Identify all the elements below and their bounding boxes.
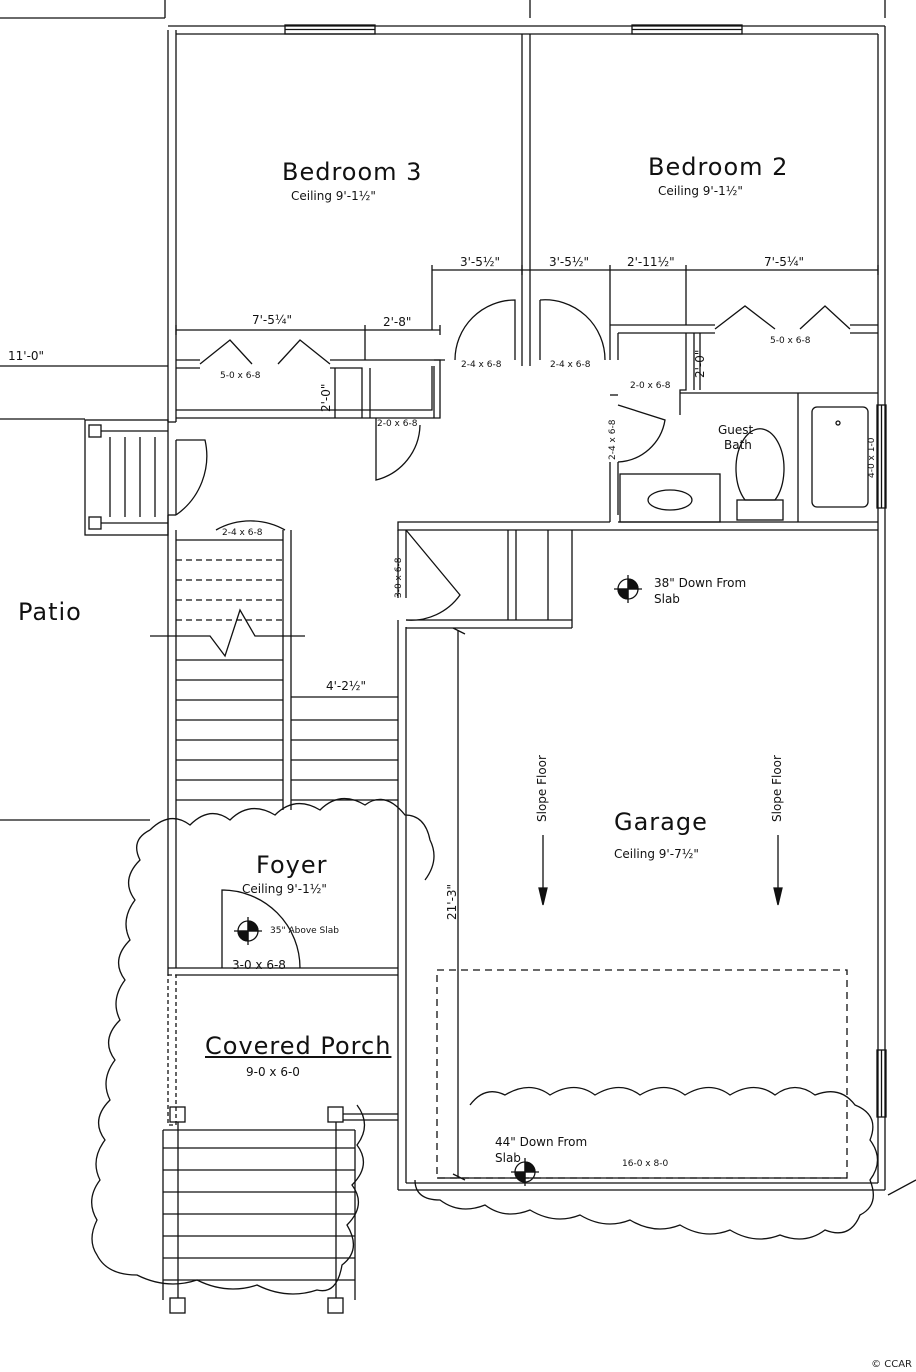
door-tag: 5-0 x 6-8 xyxy=(770,336,811,346)
door-tag: 5-0 x 6-8 xyxy=(220,371,261,381)
guest-bath-label-2: Bath xyxy=(724,438,752,452)
slab-note: 35" Above Slab xyxy=(270,926,339,936)
revision-cloud-garage xyxy=(414,1086,879,1240)
slab-note: 38" Down From xyxy=(654,576,747,590)
slope-arrows xyxy=(538,835,783,906)
slab-note: Slab xyxy=(495,1151,521,1165)
patio-steps xyxy=(84,419,169,536)
window-tag: 4-0 x 1-0 xyxy=(867,437,877,478)
bedroom3-closet-doors xyxy=(199,339,331,365)
garage-ceiling: Ceiling 9'-7½" xyxy=(614,847,699,861)
bath-fixtures xyxy=(619,406,869,523)
dimension-label: 11'-0" xyxy=(8,349,45,363)
covered-porch-size: 9-0 x 6-0 xyxy=(246,1065,300,1079)
dimension-label: 4'-2½" xyxy=(326,679,367,693)
door-tag: 2-4 x 6-8 xyxy=(461,360,502,370)
door-tag: 2-0 x 6-8 xyxy=(377,419,418,429)
dimension-label: 2'-11½" xyxy=(627,255,675,269)
revision-cloud-foyer xyxy=(149,798,435,881)
porch-steps xyxy=(162,974,398,1314)
elevation-marker-icon xyxy=(234,917,262,945)
slope-note: Slope Floor xyxy=(770,755,784,822)
windows xyxy=(284,24,887,1118)
slope-note: Slope Floor xyxy=(535,755,549,822)
dimension-label: 2'-0" xyxy=(319,383,333,412)
bedroom3-label: Bedroom 3 xyxy=(282,158,423,186)
dimension-label: 21'-3" xyxy=(445,883,459,920)
dimension-label: 2'-0" xyxy=(693,349,707,378)
bedroom3-ceiling: Ceiling 9'-1½" xyxy=(291,189,376,203)
dimension-label: 7'-5¼" xyxy=(764,255,805,269)
door-tag: 3-0 x 6-8 xyxy=(394,557,404,598)
dimension-label: 2'-8" xyxy=(383,315,412,329)
patio-label: Patio xyxy=(18,598,82,626)
staircase xyxy=(150,530,398,810)
door-tag: 16-0 x 8-0 xyxy=(622,1159,669,1169)
reference-line xyxy=(887,1179,916,1196)
covered-porch-label: Covered Porch xyxy=(205,1032,392,1060)
garage-label: Garage xyxy=(614,808,708,836)
dimension-label: 7'-5¼" xyxy=(252,313,293,327)
exterior-walls xyxy=(167,25,886,1191)
foyer-ceiling: Ceiling 9'-1½" xyxy=(242,882,327,896)
bedroom2-closet-doors xyxy=(714,305,851,330)
elevation-marker-icon xyxy=(614,575,642,603)
watermark: © CCAR xyxy=(871,1359,912,1370)
door-tag: 2-4 x 6-8 xyxy=(550,360,591,370)
door-tag: 2-4 x 6-8 xyxy=(608,419,618,460)
revision-cloud-porch xyxy=(91,829,366,1295)
elevation-marker-icon xyxy=(511,1158,539,1186)
door-tag: 2-4 x 6-8 xyxy=(222,528,263,538)
foyer-label: Foyer xyxy=(256,851,328,879)
bedroom2-ceiling: Ceiling 9'-1½" xyxy=(658,184,743,198)
dimension-label: 3'-5½" xyxy=(549,255,590,269)
slab-note: Slab xyxy=(654,592,680,606)
door-tag: 2-0 x 6-8 xyxy=(630,381,671,391)
dimension-label: 3'-5½" xyxy=(460,255,501,269)
door-tag: 3-0 x 6-8 xyxy=(232,958,286,972)
guest-bath-label-1: Guest xyxy=(718,423,754,437)
door-swings xyxy=(175,299,666,969)
dimension-lines xyxy=(175,265,879,1181)
bedroom2-label: Bedroom 2 xyxy=(648,153,789,181)
slab-note: 44" Down From xyxy=(495,1135,588,1149)
interior-walls xyxy=(168,34,878,976)
